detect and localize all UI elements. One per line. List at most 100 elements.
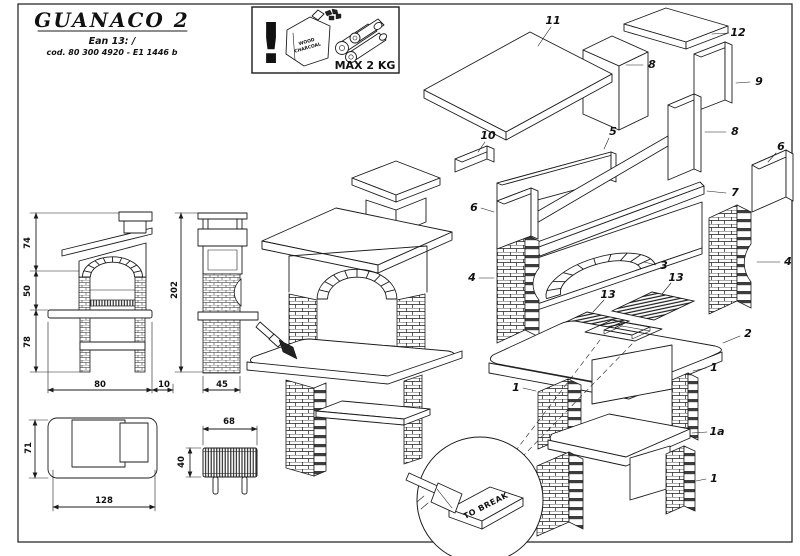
- assembled-view: [246, 160, 463, 477]
- grill-view: 68 40: [177, 417, 258, 495]
- callout-leader-2: [523, 343, 633, 456]
- assembled-arch-fan: [316, 268, 398, 300]
- part-label-13-left: 13: [600, 288, 616, 301]
- charcoal-lumps-icon: [324, 8, 342, 21]
- front-chimney-body: [123, 220, 147, 234]
- part-1-center-panel-upper: [591, 344, 673, 405]
- part-label-10: 10: [480, 129, 496, 142]
- part-13-grill-right: [610, 291, 696, 321]
- assembled-leg-left: [285, 379, 315, 477]
- part-label-6-left: 6: [470, 201, 478, 214]
- dim-front-74: 74: [23, 237, 33, 249]
- assembled-hood-face: [288, 245, 428, 293]
- dim-grill-68: 68: [223, 417, 235, 427]
- grill-leg-right: [241, 476, 248, 495]
- dim-side-45: 45: [216, 380, 228, 390]
- countertop-tray: [584, 319, 663, 342]
- dim-grill-40: 40: [177, 456, 187, 468]
- side-cap-top: [197, 212, 248, 220]
- front-grill-strip: [89, 299, 136, 307]
- part-1a-shelf: [547, 413, 691, 467]
- part-1-leg-bottom-left: [536, 451, 584, 537]
- part-label-13-right: 13: [668, 271, 684, 284]
- dim-front-10: 10: [158, 380, 170, 390]
- bag-label-wood: WOOD: [298, 37, 316, 47]
- detail-callout: TO BREAK: [405, 339, 633, 556]
- part-4-column-left: [496, 233, 540, 344]
- front-base-shelf: [79, 341, 146, 351]
- part-6-wall-slab-left: [496, 187, 539, 250]
- exclamation-icon: !: [258, 12, 284, 77]
- front-column-left: [78, 276, 91, 311]
- hammer-icon: [405, 472, 463, 514]
- side-hood: [202, 245, 243, 275]
- side-column-lower: [202, 319, 241, 374]
- dim-plan-71: 71: [24, 442, 34, 454]
- part-label-5: 5: [609, 125, 617, 138]
- plan-view-dimensions: 71 128: [24, 419, 156, 512]
- side-chimney-cap: [197, 228, 248, 247]
- part-label-1-d: 1: [710, 472, 718, 485]
- part-9-flue-panel: [693, 41, 733, 113]
- front-chimney-cap: [118, 211, 153, 222]
- front-roof-slab: [61, 227, 153, 257]
- part-leader-lines: [477, 26, 781, 482]
- part-label-1-b: 1: [710, 361, 718, 374]
- part-6-wall-slab-right: [751, 149, 794, 213]
- plan-view: 71 128: [24, 417, 158, 512]
- part-4-column-right: [708, 204, 752, 315]
- front-column-right: [134, 276, 147, 311]
- part-label-8-left: 8: [648, 58, 656, 71]
- dim-side-202: 202: [170, 281, 180, 299]
- dim-plan-128: 128: [95, 496, 113, 506]
- wood-logs-icon: [335, 18, 388, 63]
- part-11-roof-slab: [423, 31, 613, 141]
- page-title: GUANACO 2: [34, 8, 189, 32]
- side-notch: [233, 278, 242, 307]
- part-label-9: 9: [755, 75, 763, 88]
- side-view-dimensions: 202 45: [170, 212, 241, 394]
- ean-line: Ean 13: /: [89, 36, 137, 47]
- part-label-4-right: 4: [783, 255, 792, 268]
- exploded-view: 11 12 8 9 8 6 5 10 6 7 3 4 4 13 13 2 1 1…: [423, 7, 794, 537]
- part-label-1-a: 1: [512, 381, 520, 394]
- side-column-upper: [202, 273, 241, 315]
- part-label-6-right: 6: [777, 140, 785, 153]
- warning-box: ! WOOD CHARCOAL MAX 2 KG: [251, 6, 400, 77]
- dim-front-80: 80: [94, 380, 106, 390]
- charcoal-bag-icon: WOOD CHARCOAL: [285, 8, 342, 67]
- part-label-2: 2: [744, 327, 752, 340]
- plan-inner-right: [119, 422, 149, 463]
- part-label-7: 7: [731, 186, 739, 199]
- front-view-dimensions: 74 50 78 80 10: [23, 212, 174, 394]
- front-countertop: [47, 309, 153, 319]
- part-label-12: 12: [730, 26, 746, 39]
- dim-front-78: 78: [23, 336, 33, 348]
- part-label-11: 11: [545, 14, 560, 27]
- dim-front-50: 50: [23, 285, 33, 297]
- product-code-line: cod. 80 300 4920 - E1 1446 b: [47, 48, 178, 57]
- part-10-brick: [454, 145, 495, 173]
- side-view: 202 45: [170, 212, 259, 394]
- part-12-chimney-cap: [623, 7, 729, 50]
- part-label-3: 3: [660, 259, 668, 272]
- sheet-frame: [17, 3, 793, 543]
- grill-leg-left: [212, 476, 219, 495]
- part-label-1a: 1a: [709, 425, 724, 438]
- part-label-4-left: 4: [467, 271, 476, 284]
- paintbrush-icon: [255, 321, 298, 360]
- part-1-center-panel-lower: [629, 445, 671, 501]
- grill-view-dimensions: 68 40: [177, 417, 258, 478]
- front-arch-fan: [82, 256, 143, 278]
- side-countertop: [197, 311, 259, 321]
- part-1-leg-bottom-right: [665, 445, 696, 515]
- grill-grate-drawing: [202, 447, 258, 478]
- front-view: 74 50 78 80 10: [23, 211, 174, 394]
- title-block: GUANACO 2 Ean 13: / cod. 80 300 4920 - E…: [34, 8, 189, 57]
- max-load-label: MAX 2 KG: [335, 59, 396, 72]
- front-hood-face: [78, 242, 147, 278]
- part-label-8-right: 8: [731, 125, 739, 138]
- part-1-leg-front-right: [671, 372, 699, 443]
